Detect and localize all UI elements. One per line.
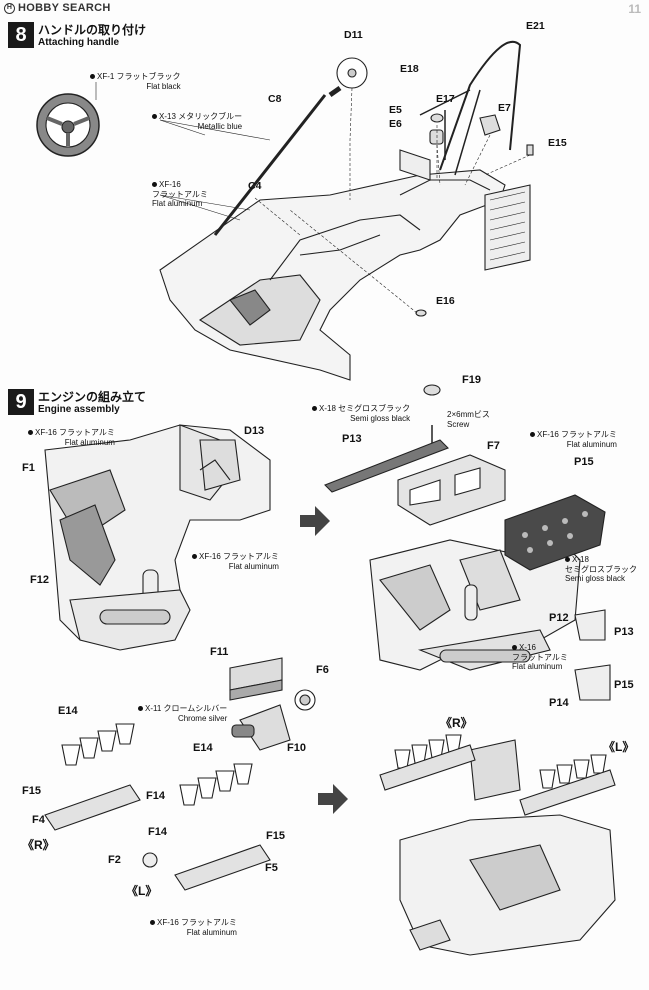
paint-callout-x13: X-13 メタリックブルー Metallic blue: [152, 112, 242, 131]
paint-callout-xf16-a: XF-16 フラットアルミ Flat aluminum: [28, 428, 115, 447]
paint-dot-icon: [530, 432, 535, 438]
part-label-F15-a: F15: [22, 785, 41, 797]
part-label-F14-a: F14: [146, 790, 165, 802]
step-8-title-jp: ハンドルの取り付け: [38, 23, 147, 37]
part-label-E6: E6: [389, 118, 402, 130]
part-label-E15: E15: [548, 137, 567, 149]
part-label-E5: E5: [389, 104, 402, 116]
part-label-E14-a: E14: [58, 705, 78, 717]
step-9-badge: 9: [8, 389, 34, 415]
paint-callout-xf16: XF-16 フラットアルミ Flat aluminum: [152, 180, 208, 208]
step-8-badge: 8: [8, 22, 34, 48]
paint-dot-icon: [138, 706, 143, 712]
paint-dot-icon: [90, 74, 95, 80]
side-label-R2: 《R》: [440, 716, 473, 730]
paint-callout-xf16-b: XF-16 フラットアルミ Flat aluminum: [192, 552, 279, 571]
paint-dot-icon: [312, 406, 317, 412]
paint-callout-x16: X-16 フラットアルミ Flat aluminum: [512, 643, 568, 671]
paint-dot-icon: [565, 557, 570, 563]
part-label-E14-b: E14: [193, 742, 213, 754]
part-label-F11: F11: [210, 646, 229, 658]
part-label-F6: F6: [316, 664, 329, 676]
part-label-F1: F1: [22, 462, 35, 474]
part-label-C8: C8: [268, 93, 282, 105]
part-label-D13: D13: [244, 425, 265, 437]
part-label-P13-b: P13: [614, 626, 634, 638]
part-label-P12: P12: [549, 612, 569, 624]
page-header: H HOBBY SEARCH 11: [4, 2, 645, 16]
screw-callout: 2×6mmビス Screw: [447, 410, 490, 429]
part-label-F12: F12: [30, 574, 49, 586]
part-label-E17: E17: [436, 93, 455, 105]
part-label-F15-b: F15: [266, 830, 285, 842]
paint-dot-icon: [152, 114, 157, 120]
part-label-E7: E7: [498, 102, 511, 114]
side-label-R1: 《R》: [22, 838, 55, 852]
paint-dot-icon: [152, 182, 157, 188]
part-label-F2: F2: [108, 854, 121, 866]
step-8-title-en: Attaching handle: [38, 37, 120, 48]
part-label-F7: F7: [487, 440, 500, 452]
paint-callout-x11: X-11 クロームシルバー Chrome silver: [138, 704, 227, 723]
part-label-F19: F19: [462, 374, 481, 386]
side-label-L1: 《L》: [126, 884, 158, 898]
page-number: 11: [628, 2, 641, 16]
paint-dot-icon: [150, 920, 155, 926]
part-label-E16: E16: [436, 295, 455, 307]
paint-dot-icon: [192, 554, 197, 560]
part-label-C4: C4: [248, 180, 262, 192]
paint-callout-xf16-d: XF-16 フラットアルミ Flat aluminum: [150, 918, 237, 937]
part-label-F10: F10: [287, 742, 306, 754]
part-label-E21: E21: [526, 20, 545, 32]
paint-callout-x18-b: X-18 セミグロスブラック Semi gloss black: [565, 555, 637, 583]
step-9-title-en: Engine assembly: [38, 404, 120, 415]
part-label-D11: D11: [344, 29, 363, 41]
part-label-P13-a: P13: [342, 433, 362, 445]
part-label-P15-b: P15: [614, 679, 634, 691]
paint-callout-xf1: XF-1 フラットブラック Flat black: [90, 72, 181, 91]
step-9-title-jp: エンジンの組み立て: [38, 390, 147, 404]
watermark-logo: H HOBBY SEARCH: [4, 2, 111, 14]
part-label-P15-a: P15: [574, 456, 594, 468]
logo-text: HOBBY SEARCH: [18, 2, 111, 14]
part-label-F4: F4: [32, 814, 45, 826]
logo-icon: H: [4, 2, 15, 14]
part-label-P14: P14: [549, 697, 569, 709]
direction-arrows: [300, 506, 348, 814]
paint-callout-xf16-c: XF-16 フラットアルミ Flat aluminum: [530, 430, 617, 449]
paint-callout-x18-a: X-18 セミグロスブラック Semi gloss black: [312, 404, 410, 423]
steering-wheel-illustration: [36, 93, 100, 157]
part-label-F5: F5: [265, 862, 278, 874]
side-label-L2: 《L》: [603, 740, 635, 754]
paint-dot-icon: [512, 645, 517, 651]
part-label-F14-b: F14: [148, 826, 167, 838]
part-label-E18: E18: [400, 63, 419, 75]
paint-dot-icon: [28, 430, 33, 436]
